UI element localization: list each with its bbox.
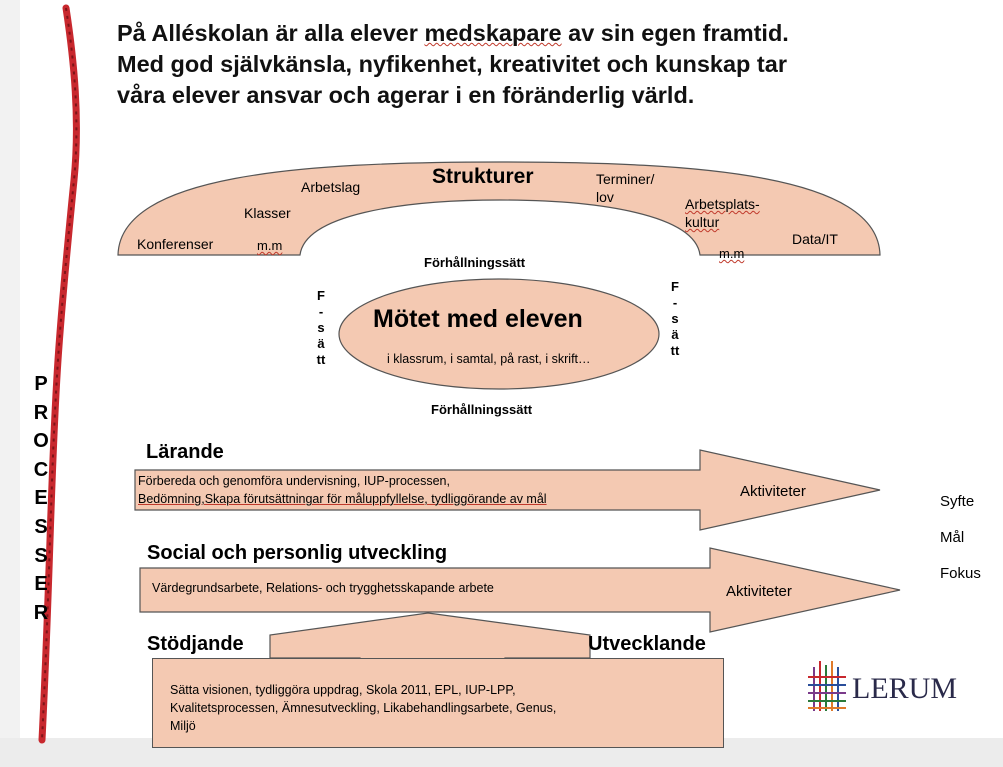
headline-line3: våra elever ansvar och agerar i en förän… (117, 82, 695, 108)
social-aktiviteter: Aktiviteter (726, 583, 792, 600)
fsatt-left-letter: ä (317, 336, 325, 351)
processer-letter: R (33, 601, 49, 624)
larande-line1: Förbereda och genomföra undervisning, IU… (138, 474, 450, 488)
right-label-syfte: Syfte (940, 493, 975, 510)
arch-label-mm-right: m.m (719, 246, 745, 261)
larande-arrow (134, 449, 881, 531)
processer-letter: S (34, 515, 48, 538)
bottom-box-line1: Sätta visionen, tydliggöra uppdrag, Skol… (170, 683, 516, 697)
processer-letter: O (33, 430, 49, 453)
processer-letter: E (34, 573, 48, 596)
arch-label-konferenser: Konferenser (137, 236, 214, 252)
strukturer-title: Strukturer (432, 165, 534, 188)
social-text: Värdegrundsarbete, Relations- och tryggh… (152, 581, 494, 595)
red-rope-twist (41, 7, 78, 741)
bottom-box-line2: Kvalitetsprocessen, Ämnesutveckling, Lik… (170, 701, 557, 715)
left-margin-band (0, 0, 20, 767)
processer-letter: S (34, 544, 48, 567)
bottom-process-box (152, 658, 724, 748)
right-label-fokus: Fokus (940, 565, 981, 582)
lerum-logo-text: LERUM (852, 672, 957, 705)
processer-letter: E (34, 487, 48, 510)
utvecklande-heading: Utvecklande (588, 633, 706, 655)
processer-letter: C (33, 458, 49, 481)
headline-line1-underlined: medskapare (424, 20, 562, 46)
larande-aktiviteter: Aktiviteter (740, 483, 806, 500)
motet-title: Mötet med eleven (373, 305, 583, 333)
processer-letter: P (34, 373, 48, 395)
arch-label-kultur: kultur (685, 214, 720, 230)
arch-label-arbetslag: Arbetslag (301, 179, 361, 195)
fsatt-left-letter: - (318, 304, 324, 319)
fsatt-right-letter: ä (671, 327, 679, 342)
right-label-mal: Mål (940, 529, 965, 546)
fsatt-right-letter: tt (670, 343, 680, 358)
strukturer-arch (117, 161, 881, 256)
headline: På Alléskolan är alla elever medskapare … (117, 18, 987, 111)
forhallningssatt-bottom: Förhållningssätt (431, 402, 533, 417)
headline-line2: Med god självkänsla, nyfikenhet, kreativ… (117, 51, 787, 77)
lerum-logo-icon (808, 661, 846, 711)
arch-label-klasser: Klasser (244, 205, 291, 221)
fsatt-left-letter: s (317, 320, 325, 335)
headline-line1-pre: På Alléskolan är alla elever (117, 20, 425, 46)
arch-label-data-it: Data/IT (792, 231, 838, 247)
fsatt-left-letter: F (317, 288, 325, 303)
fsatt-left-letter: tt (316, 352, 326, 367)
social-arrow (139, 547, 901, 633)
headline-line1-post: av sin egen framtid. (561, 20, 789, 46)
arch-label-terminer: Terminer/ (596, 171, 655, 187)
larande-line2: Bedömning,Skapa förutsättningar för målu… (138, 492, 547, 506)
social-heading: Social och personlig utveckling (147, 542, 448, 564)
stodjande-heading: Stödjande (147, 633, 244, 655)
arch-label-lov: lov (596, 189, 614, 205)
arch-label-mm-left: m.m (257, 238, 283, 253)
processer-letter: R (33, 401, 49, 424)
motet-subtitle: i klassrum, i samtal, på rast, i skrift… (387, 352, 591, 366)
fsatt-right-letter: F (671, 279, 679, 294)
bottom-box-line3: Miljö (170, 719, 196, 733)
fsatt-right-letter: - (672, 295, 678, 310)
motet-ellipse (338, 278, 660, 390)
arch-label-arbetsplats: Arbetsplats- (685, 196, 760, 212)
larande-heading: Lärande (146, 441, 224, 463)
forhallningssatt-top: Förhållningssätt (424, 255, 526, 270)
fsatt-right-letter: s (671, 311, 679, 326)
